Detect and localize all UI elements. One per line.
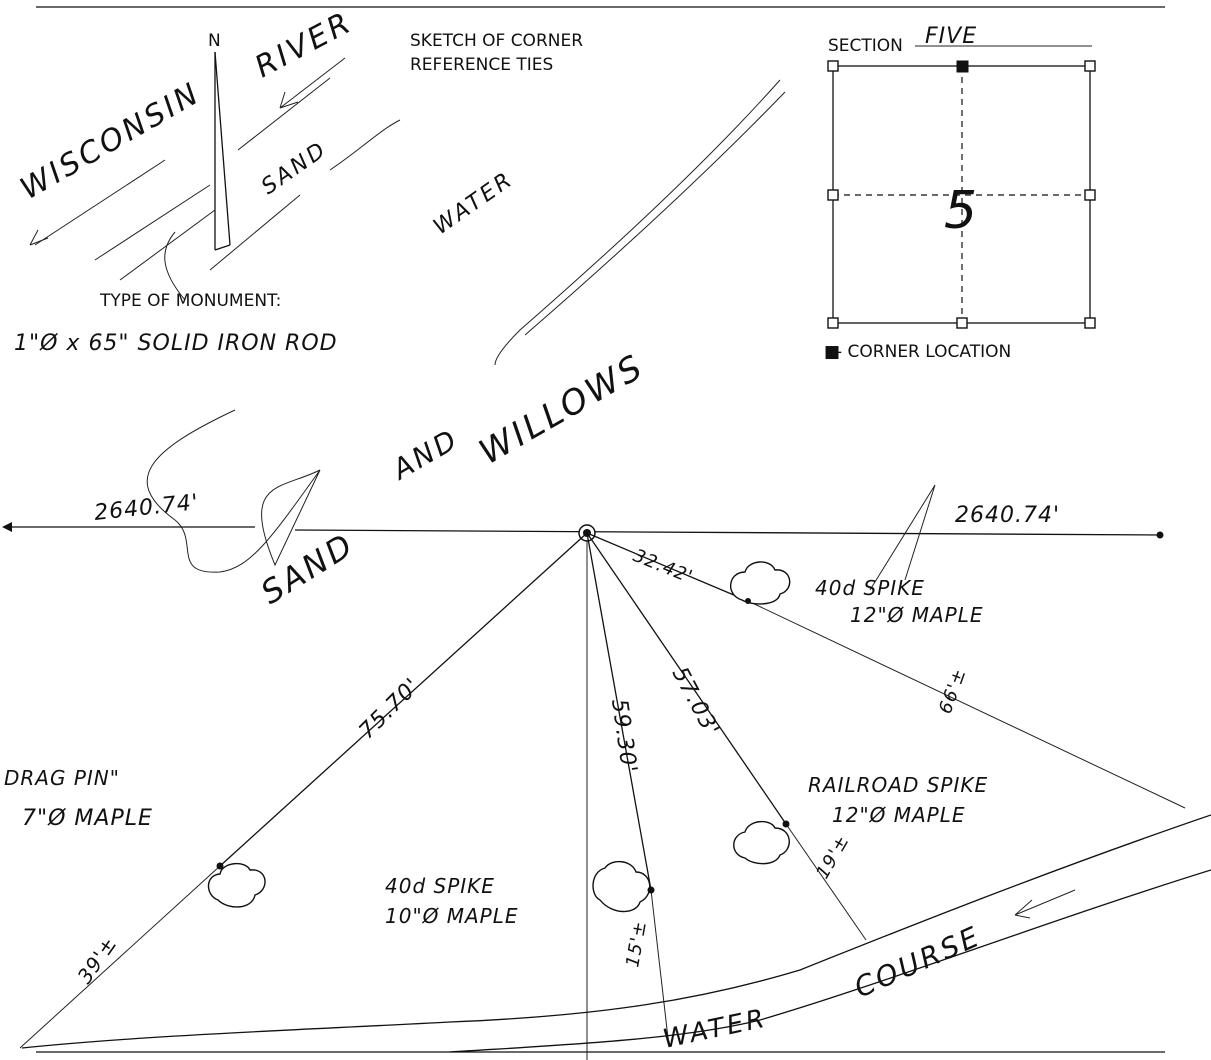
east-distance: 2640.74' [955,503,1060,528]
water-label: WATER [429,167,518,240]
sand-willows-word1: SAND [254,525,361,612]
monument-heading: TYPE OF MONUMENT: [99,291,281,311]
w-tree-line1: DRAG PIN" [4,766,120,790]
tree-s [592,861,655,913]
ne-tree-line1: 40d SPIKE [815,576,925,600]
tie-distance-75: 75.70' [355,674,426,745]
water-course-word2: WATER [660,1004,770,1055]
water-course-word1: COURSE [849,919,986,1004]
shoreline-stroke [494,79,786,366]
w-tree-line2: 7"Ø MAPLE [22,806,153,831]
willows-scribble [146,409,321,573]
tie-lines [19,532,1186,1060]
river-word-wisconsin: WISCONSIN [15,76,207,207]
tail-distance-19: 19'± [812,831,854,882]
monument-value: 1"Ø x 65" SOLID IRON ROD [14,331,338,356]
river-word-river: RIVER [249,5,358,85]
tail-distance-66: 66'± [935,665,971,716]
tree-ne [730,561,791,605]
section-diagram: SECTION FIVE 5 ■ - CORNER LOCATION [824,24,1096,362]
tie-distance-32: 32.42' [630,545,696,588]
s-tree-line2: 10"Ø MAPLE [385,904,519,928]
se-tree-line1: RAILROAD SPIKE [808,773,988,797]
sand-willows-word2: AND [385,422,464,487]
west-distance: 2640.74' [93,490,200,526]
section-label: SECTION [828,36,903,56]
water-course: COURSE WATER [21,814,1211,1055]
tree-se [733,820,790,865]
section-number: 5 [944,181,978,241]
north-label: N [208,31,221,51]
tail-distance-15: 15'± [622,919,651,969]
se-tree-line2: 12"Ø MAPLE [832,803,966,827]
section-value: FIVE [925,24,977,49]
sketch-title-line2: REFERENCE TIES [410,55,553,75]
legend-text: - CORNER LOCATION [836,342,1011,362]
sand-willows-word3: WILLOWS [473,346,652,472]
north-arrow: N [208,31,231,251]
tie-distance-57: 57.03' [667,663,724,741]
s-tree-line1: 40d SPIKE [385,874,495,898]
sketch-title-line1: SKETCH OF CORNER [410,31,583,51]
tree-w [207,862,266,908]
ne-tree-line2: 12"Ø MAPLE [850,603,984,627]
legend-symbol: ■ [824,342,840,362]
sand-label: SAND [257,137,332,200]
tie-distance-59: 59.30' [606,697,641,775]
tail-distance-39: 39'± [72,932,121,988]
